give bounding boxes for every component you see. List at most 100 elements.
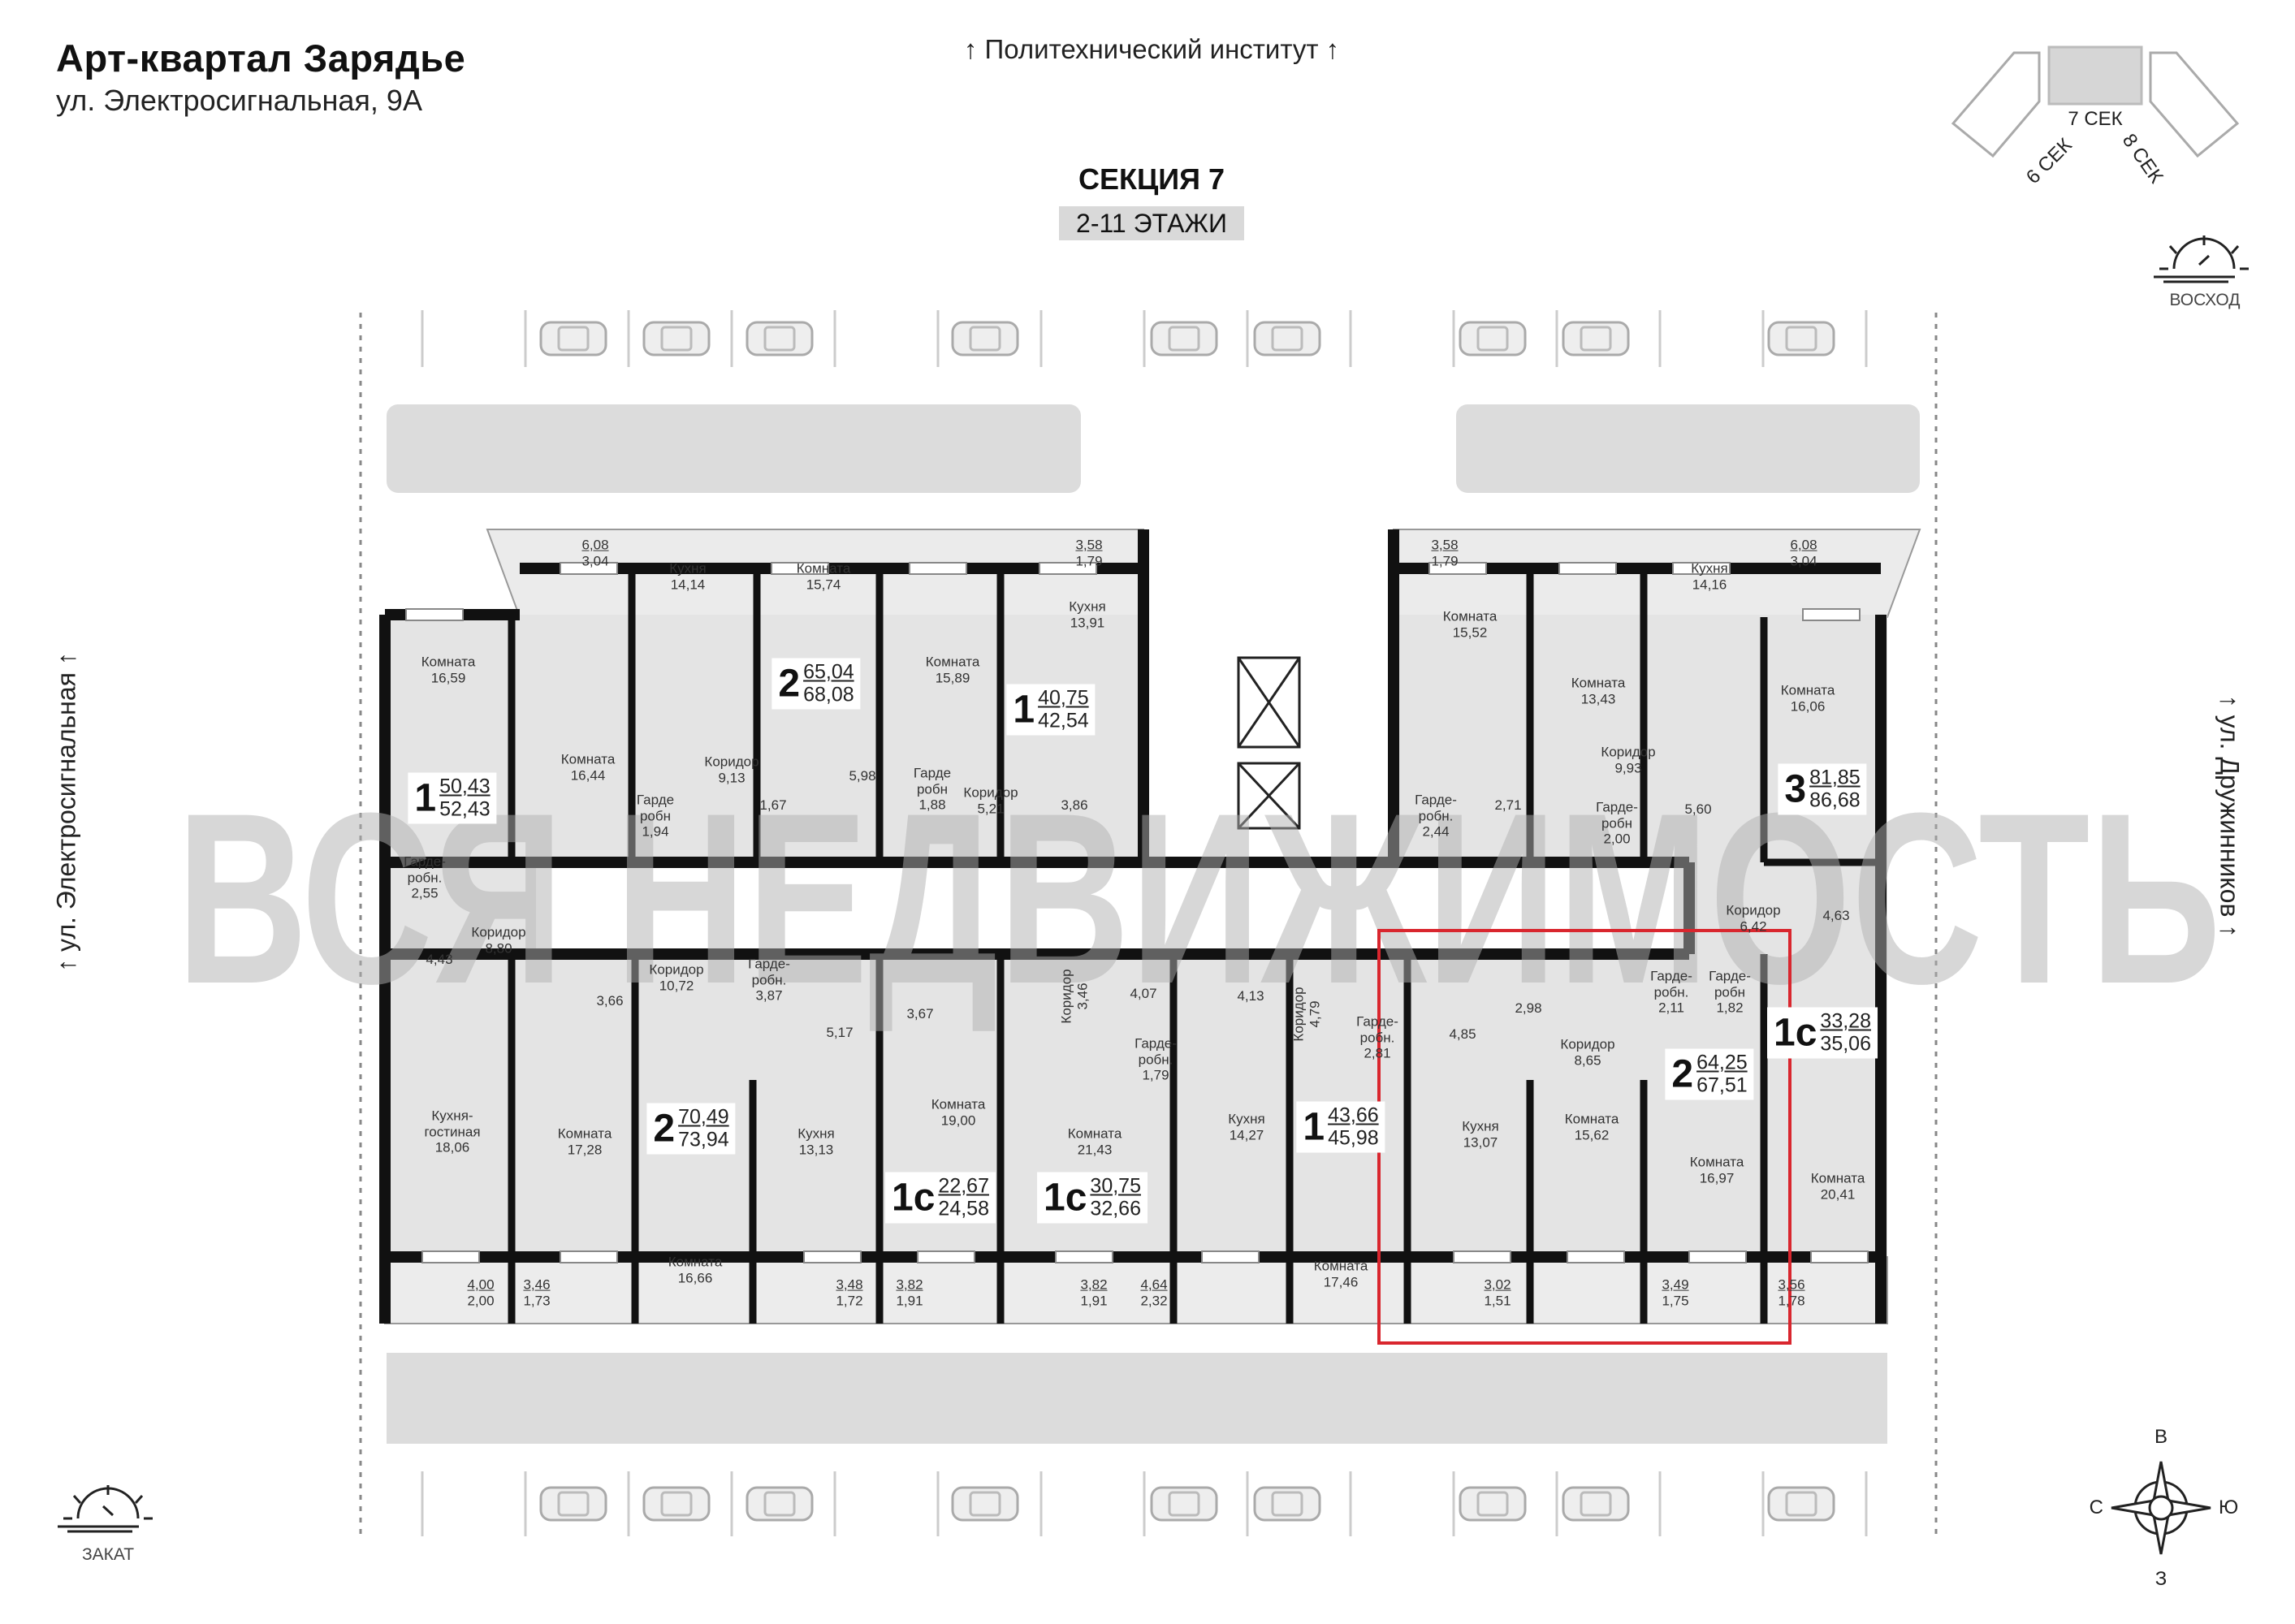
room-label: 2,98 bbox=[1515, 1000, 1541, 1017]
balcony-area-full: 4,00 bbox=[467, 1276, 495, 1293]
room-area: 4,79 bbox=[1307, 1000, 1322, 1028]
room-name: Гарде- робн. bbox=[404, 853, 446, 886]
apartment-room-count: 1с bbox=[1044, 1176, 1087, 1219]
apartment-total-area: 52,43 bbox=[439, 797, 491, 820]
room-area: 3,66 bbox=[596, 993, 624, 1009]
balcony-area-reduced: 1,79 bbox=[1075, 554, 1103, 569]
room-area: 9,13 bbox=[718, 770, 746, 785]
room-label: 2,71 bbox=[1494, 797, 1521, 814]
car-icon bbox=[1459, 1486, 1527, 1522]
room-label: Гарде- робн.3,87 bbox=[748, 957, 790, 1004]
apartment-room-count: 3 bbox=[1784, 767, 1807, 810]
car-icon bbox=[1767, 1486, 1835, 1522]
room-area: 4,13 bbox=[1237, 988, 1264, 1004]
balcony-area-reduced: 1,79 bbox=[1431, 554, 1459, 569]
room-area: 5,21 bbox=[977, 801, 1005, 816]
car-icon bbox=[1150, 321, 1218, 356]
room-name: Коридор bbox=[1058, 969, 1074, 1024]
room-label: 4,63 bbox=[1822, 908, 1849, 924]
room-area: 4,43 bbox=[426, 952, 453, 968]
room-area: 1,67 bbox=[759, 797, 787, 814]
balcony-area-full: 6,08 bbox=[1790, 537, 1817, 553]
car-icon bbox=[539, 321, 607, 356]
room-label: 5,98 bbox=[849, 768, 875, 784]
room-name: Комната bbox=[1564, 1111, 1619, 1127]
apartment-room-count: 1с bbox=[1774, 1011, 1817, 1054]
room-name: Кухня bbox=[1228, 1111, 1265, 1127]
room-area: 16,66 bbox=[677, 1270, 713, 1285]
room-name: Коридор bbox=[963, 784, 1018, 801]
room-area: 10,72 bbox=[659, 978, 694, 993]
room-label: 4,07 bbox=[1130, 986, 1156, 1002]
room-area: 21,43 bbox=[1077, 1142, 1113, 1157]
room-area: 13,91 bbox=[1070, 615, 1105, 630]
room-area: 16,97 bbox=[1699, 1170, 1735, 1186]
balcony-area-reduced: 3,04 bbox=[581, 554, 609, 569]
room-area: 16,06 bbox=[1790, 698, 1826, 714]
room-label: Гарде- робн.2,81 bbox=[1356, 1014, 1398, 1062]
compass-south-label: Ю bbox=[2219, 1497, 2239, 1518]
parking bbox=[421, 310, 1868, 1536]
apartment-room-count: 1с bbox=[892, 1176, 936, 1219]
room-name: Коридор bbox=[704, 754, 759, 770]
car-icon bbox=[1562, 1486, 1630, 1522]
balcony-area-full: 3,82 bbox=[1080, 1276, 1108, 1293]
car-icon bbox=[642, 1486, 711, 1522]
room-name: Гарде- робн bbox=[1709, 968, 1751, 1000]
floors-badge: 2-11 ЭТАЖИ bbox=[1059, 206, 1244, 240]
room-area: 13,13 bbox=[798, 1142, 834, 1157]
room-name: Кухня- гостиная bbox=[424, 1108, 481, 1140]
room-name: Кухня bbox=[1069, 598, 1106, 615]
room-area: 2,44 bbox=[1422, 823, 1450, 840]
balcony-area-reduced: 1,91 bbox=[1080, 1294, 1108, 1309]
section-title: СЕКЦИЯ 7 bbox=[1078, 162, 1225, 196]
room-area: 20,41 bbox=[1820, 1186, 1856, 1202]
balcony-area-full: 4,64 bbox=[1140, 1276, 1168, 1293]
car-icon bbox=[1253, 1486, 1321, 1522]
apartment-living-area: 30,75 bbox=[1090, 1174, 1141, 1198]
room-name: Комната bbox=[931, 1096, 986, 1112]
balcony-area-reduced: 2,32 bbox=[1140, 1294, 1168, 1309]
room-name: Гарде робн bbox=[913, 765, 952, 797]
room-name: Коридор bbox=[1601, 744, 1656, 760]
room-area: 1,79 bbox=[1142, 1067, 1169, 1083]
room-name: Комната bbox=[1810, 1170, 1865, 1186]
balcony-area-full: 3,46 bbox=[523, 1276, 551, 1293]
apartment-living-area: 70,49 bbox=[678, 1105, 729, 1129]
room-name: Комната bbox=[421, 654, 476, 670]
balcony-area-reduced: 1,51 bbox=[1484, 1294, 1511, 1309]
balcony-area-reduced: 1,73 bbox=[523, 1294, 551, 1309]
watermark: ВСЯ НЕДВИЖИМОСТЬ bbox=[176, 762, 2221, 1034]
room-name: Гарде робн bbox=[636, 792, 675, 824]
